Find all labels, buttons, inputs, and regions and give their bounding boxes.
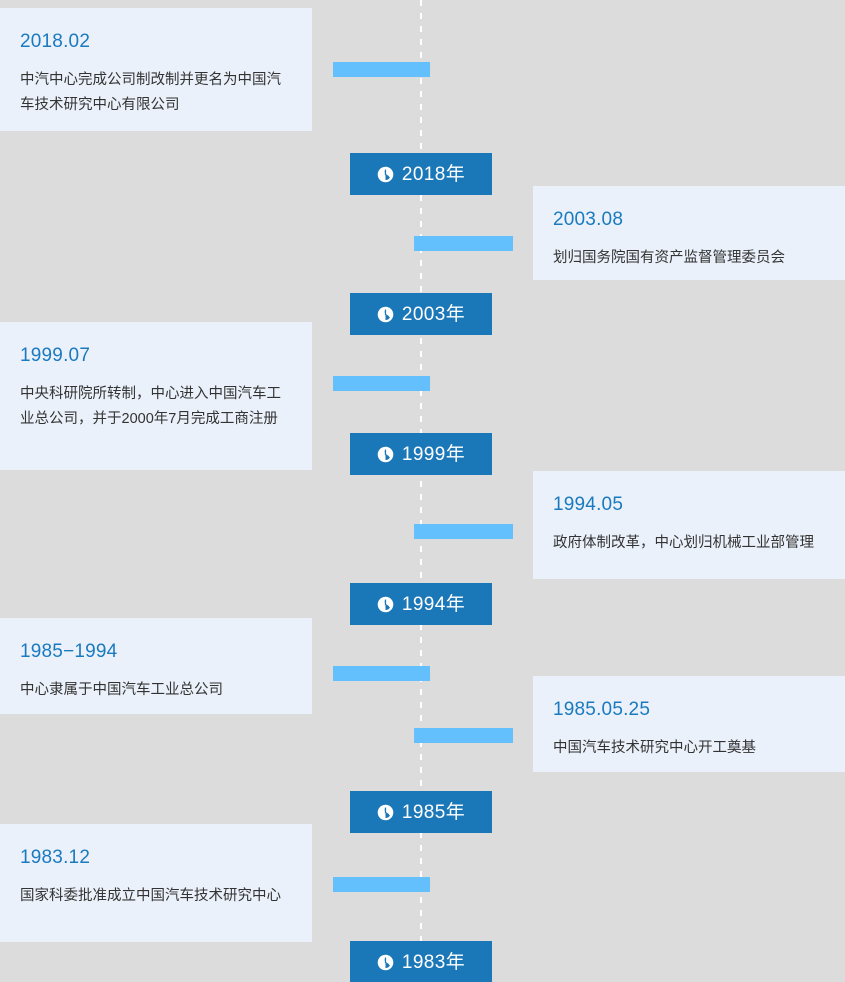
card-description: 政府体制改革，中心划归机械工业部管理 xyxy=(553,535,814,551)
card-description: 中汽中心完成公司制改制并更名为中国汽车技术研究中心有限公司 xyxy=(20,72,281,113)
clock-icon xyxy=(377,954,402,971)
clock-icon xyxy=(377,804,402,821)
card-description: 中心隶属于中国汽车工业总公司 xyxy=(20,682,223,698)
card-title: 1999.07 xyxy=(20,345,91,366)
timeline-card[interactable]: 1985.05.25 中国汽车技术研究中心开工奠基 xyxy=(533,676,845,772)
card-description: 国家科委批准成立中国汽车技术研究中心 xyxy=(20,888,281,904)
year-badge[interactable]: 2018年 xyxy=(350,153,492,195)
year-badge[interactable]: 1983年 xyxy=(350,941,492,982)
timeline-spine xyxy=(420,0,422,982)
timeline-card[interactable]: 1985−1994 中心隶属于中国汽车工业总公司 xyxy=(0,618,312,714)
timeline-card[interactable]: 2003.08 划归国务院国有资产监督管理委员会 xyxy=(533,186,845,280)
card-title: 1985−1994 xyxy=(20,641,118,662)
connector-bar xyxy=(414,728,513,743)
connector-bar xyxy=(333,376,430,391)
connector-bar xyxy=(333,666,430,681)
year-badge[interactable]: 1985年 xyxy=(350,791,492,833)
card-title: 1994.05 xyxy=(553,494,624,515)
timeline-card[interactable]: 1994.05 政府体制改革，中心划归机械工业部管理 xyxy=(533,471,845,579)
year-badge[interactable]: 1999年 xyxy=(350,433,492,475)
year-badge-label: 2018年 xyxy=(401,163,466,185)
year-badge-label: 1994年 xyxy=(401,593,466,615)
timeline-card[interactable]: 1983.12 国家科委批准成立中国汽车技术研究中心 xyxy=(0,824,312,942)
card-description: 划归国务院国有资产监督管理委员会 xyxy=(553,250,785,266)
year-badge-label: 1983年 xyxy=(401,951,466,973)
clock-icon xyxy=(377,446,402,463)
year-badge-label: 1999年 xyxy=(401,443,466,465)
card-title: 1985.05.25 xyxy=(553,699,651,720)
card-title: 1983.12 xyxy=(20,847,91,868)
clock-icon xyxy=(377,166,402,183)
clock-icon xyxy=(377,306,402,323)
year-badge-label: 1985年 xyxy=(401,801,466,823)
card-description: 中央科研院所转制，中心进入中国汽车工业总公司，并于2000年7月完成工商注册 xyxy=(20,386,281,427)
connector-bar xyxy=(333,62,430,77)
timeline-card[interactable]: 2018.02 中汽中心完成公司制改制并更名为中国汽车技术研究中心有限公司 xyxy=(0,8,312,131)
timeline-card[interactable]: 1999.07 中央科研院所转制，中心进入中国汽车工业总公司，并于2000年7月完… xyxy=(0,322,312,470)
card-title: 2003.08 xyxy=(553,209,624,230)
year-badge-label: 2003年 xyxy=(401,303,466,325)
connector-bar xyxy=(414,524,513,539)
clock-icon xyxy=(377,596,402,613)
card-title: 2018.02 xyxy=(20,31,91,52)
connector-bar xyxy=(414,236,513,251)
connector-bar xyxy=(333,877,430,892)
year-badge[interactable]: 2003年 xyxy=(350,293,492,335)
year-badge[interactable]: 1994年 xyxy=(350,583,492,625)
card-description: 中国汽车技术研究中心开工奠基 xyxy=(553,740,756,756)
